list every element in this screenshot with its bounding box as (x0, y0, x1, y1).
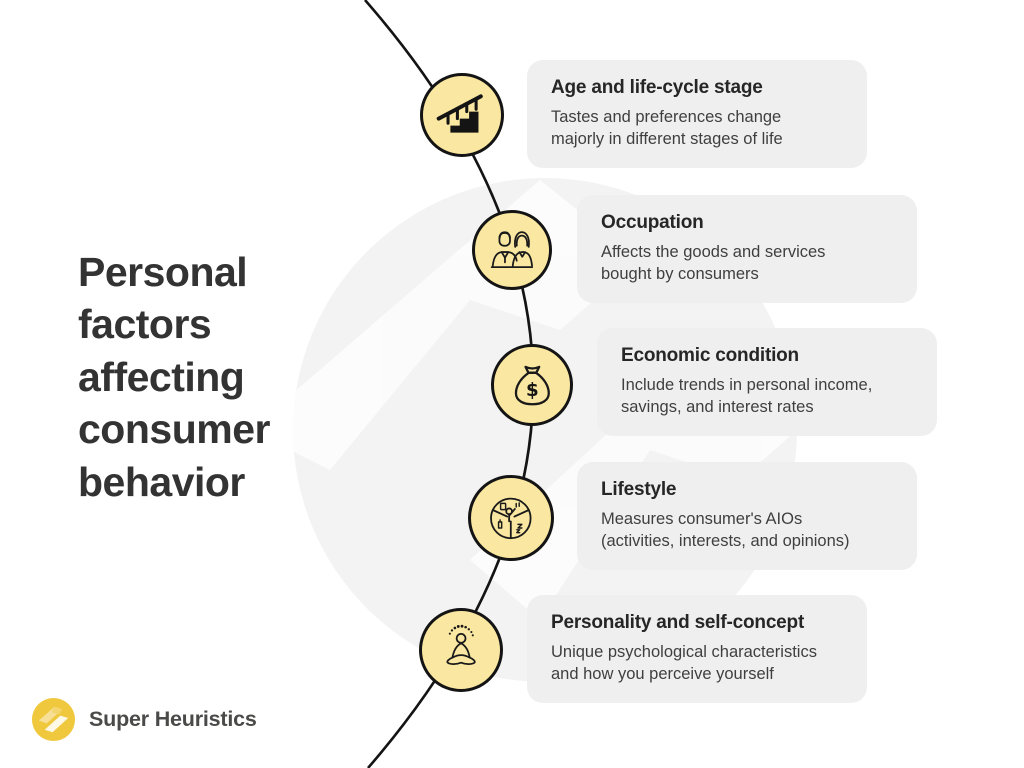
timeline-node-personality (419, 608, 503, 692)
timeline-node-occupation (472, 210, 552, 290)
card-title: Lifestyle (601, 479, 677, 500)
card-description: Include trends in personal income,saving… (621, 376, 873, 417)
businesspeople-icon (491, 231, 534, 269)
card-economic-condition: Economic condition Include trends in per… (597, 328, 937, 436)
card-age-life-cycle: Age and life-cycle stage Tastes and pref… (527, 60, 867, 168)
timeline-node-age (420, 73, 504, 157)
card-occupation: Occupation Affects the goods and service… (577, 195, 917, 303)
card-title: Personality and self-concept (551, 612, 805, 633)
money-bag-icon: $ (514, 365, 550, 406)
card-lifestyle: Lifestyle Measures consumer's AIOs(activ… (577, 462, 917, 570)
card-personality: Personality and self-concept Unique psyc… (527, 595, 867, 703)
meditation-icon (446, 624, 476, 665)
card-title: Age and life-cycle stage (551, 77, 763, 98)
brand-footer: Super Heuristics (30, 696, 257, 743)
lifestyle-wheel-icon (490, 497, 532, 540)
timeline-node-lifestyle (468, 475, 554, 561)
svg-text:$: $ (526, 379, 539, 400)
card-title: Economic condition (621, 345, 799, 366)
timeline-node-economic: $ (491, 344, 573, 426)
super-heuristics-swirl-icon (31, 697, 76, 742)
card-title: Occupation (601, 212, 704, 233)
stairs-icon (436, 94, 483, 133)
page-title: Personal factors affecting consumer beha… (78, 249, 270, 505)
brand-name: Super Heuristics (89, 707, 257, 731)
card-description: Measures consumer's AIOs(activities, int… (601, 510, 850, 551)
